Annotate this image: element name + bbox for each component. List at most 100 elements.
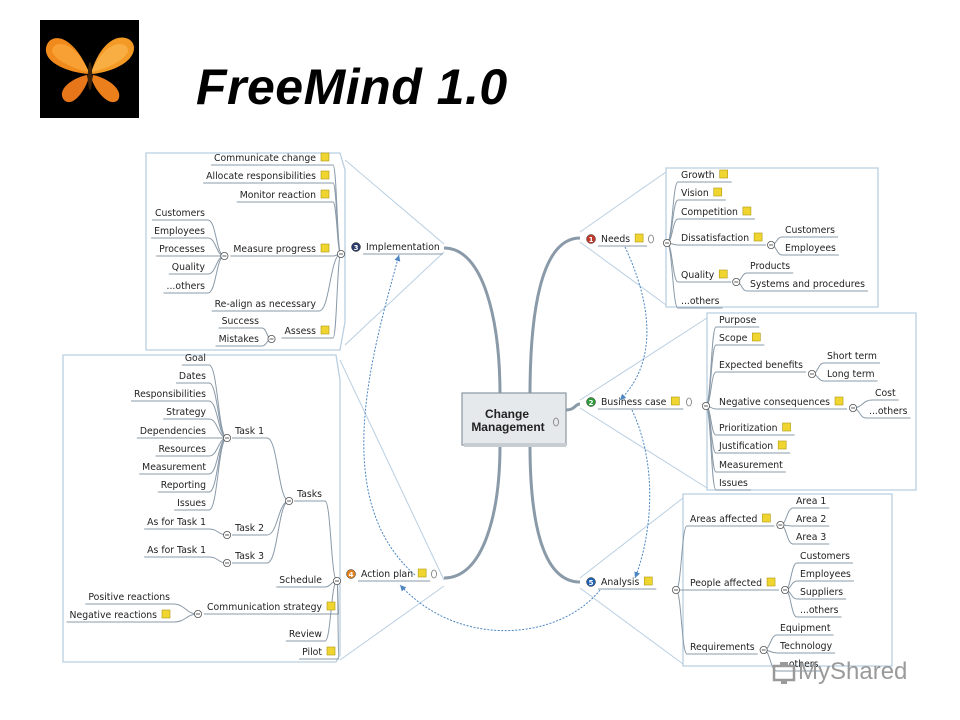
node-business-case[interactable]: Business case: [598, 396, 684, 410]
node-assess[interactable]: Assess: [281, 325, 333, 339]
node-systems-and-procedures[interactable]: Systems and procedures: [747, 279, 868, 292]
node-scope[interactable]: Scope: [716, 332, 765, 346]
node-issues[interactable]: Issues: [716, 478, 751, 491]
fold-toggle[interactable]: [672, 586, 681, 595]
node-schedule[interactable]: Schedule: [276, 575, 325, 588]
node-communication-strategy[interactable]: Communication strategy: [203, 601, 339, 615]
node-processes[interactable]: Processes: [156, 244, 208, 257]
node-mistakes[interactable]: Mistakes: [215, 334, 262, 347]
node-as-for-task-1[interactable]: As for Task 1: [144, 517, 209, 530]
node-others[interactable]: ...others: [866, 406, 911, 419]
node-quality[interactable]: Quality: [678, 269, 732, 283]
node-re-align-as-necessary[interactable]: Re-align as necessary: [211, 299, 319, 312]
node-employees[interactable]: Employees: [797, 569, 854, 582]
fold-toggle[interactable]: [336, 249, 345, 258]
fold-toggle[interactable]: [193, 610, 202, 619]
node-measurement[interactable]: Measurement: [139, 462, 209, 475]
node-competition[interactable]: Competition: [678, 206, 755, 220]
note-icon: [634, 233, 644, 243]
node-requirements[interactable]: Requirements: [687, 642, 758, 655]
node-measurement[interactable]: Measurement: [716, 460, 786, 473]
node-growth[interactable]: Growth: [678, 169, 732, 183]
node-employees[interactable]: Employees: [151, 226, 208, 239]
node-customers[interactable]: Customers: [797, 551, 854, 564]
node-task-3[interactable]: Task 3: [232, 551, 267, 564]
node-products[interactable]: Products: [747, 261, 794, 274]
node-customers[interactable]: Customers: [151, 208, 208, 221]
fold-toggle[interactable]: [702, 401, 711, 410]
node-others[interactable]: ...others: [163, 281, 208, 294]
node-vision[interactable]: Vision: [678, 187, 726, 201]
node-cost[interactable]: Cost: [872, 388, 899, 401]
node-others[interactable]: ...others: [797, 605, 842, 618]
node-equipment[interactable]: Equipment: [777, 623, 834, 636]
fold-toggle[interactable]: [267, 334, 276, 343]
fold-toggle[interactable]: [223, 559, 232, 568]
node-issues[interactable]: Issues: [174, 498, 209, 511]
fold-toggle[interactable]: [223, 531, 232, 540]
node-area-3[interactable]: Area 3: [793, 532, 830, 545]
node-expected-benefits[interactable]: Expected benefits: [716, 360, 806, 373]
node-negative-reactions[interactable]: Negative reactions: [66, 609, 174, 623]
node-goal[interactable]: Goal: [181, 353, 209, 366]
fold-toggle[interactable]: [767, 240, 776, 249]
fold-toggle[interactable]: [285, 496, 294, 505]
node-task-2[interactable]: Task 2: [232, 523, 267, 536]
fold-toggle[interactable]: [781, 586, 790, 595]
fold-toggle[interactable]: [759, 646, 768, 655]
node-area-2[interactable]: Area 2: [793, 514, 830, 527]
node-measure-progress[interactable]: Measure progress: [230, 243, 333, 257]
node-pilot[interactable]: Pilot: [299, 646, 339, 660]
node-area-1[interactable]: Area 1: [793, 496, 830, 509]
node-dissatisfaction[interactable]: Dissatisfaction: [678, 232, 767, 246]
node-areas-affected[interactable]: Areas affected: [687, 513, 775, 527]
fold-toggle[interactable]: [223, 433, 232, 442]
svg-text:Positive reactions: Positive reactions: [88, 592, 170, 603]
node-others[interactable]: ...others: [678, 296, 723, 309]
node-others[interactable]: ...others: [777, 659, 822, 672]
dependency-arrow: [619, 246, 648, 401]
node-implementation[interactable]: Implementation: [363, 242, 443, 255]
node-positive-reactions[interactable]: Positive reactions: [85, 592, 173, 605]
node-allocate-responsibilities[interactable]: Allocate responsibilities: [203, 170, 333, 184]
fold-toggle[interactable]: [732, 277, 741, 286]
node-task-1[interactable]: Task 1: [232, 426, 267, 439]
svg-text:Communicate change: Communicate change: [214, 153, 316, 164]
node-communicate-change[interactable]: Communicate change: [210, 152, 333, 166]
node-suppliers[interactable]: Suppliers: [797, 587, 847, 600]
node-technology[interactable]: Technology: [777, 641, 836, 654]
node-dependencies[interactable]: Dependencies: [136, 426, 209, 439]
node-negative-consequences[interactable]: Negative consequences: [716, 396, 848, 410]
fold-toggle[interactable]: [807, 369, 816, 378]
node-employees[interactable]: Employees: [782, 243, 839, 256]
fold-toggle[interactable]: [776, 521, 785, 530]
node-people-affected[interactable]: People affected: [687, 577, 780, 591]
node-short-term[interactable]: Short term: [824, 351, 880, 364]
node-tasks[interactable]: Tasks: [294, 489, 325, 502]
node-monitor-reaction[interactable]: Monitor reaction: [236, 189, 333, 203]
node-needs[interactable]: Needs: [598, 233, 648, 247]
fold-toggle[interactable]: [332, 577, 341, 586]
node-long-term[interactable]: Long term: [824, 369, 878, 382]
node-dates[interactable]: Dates: [175, 371, 209, 384]
node-review[interactable]: Review: [285, 629, 325, 642]
node-prioritization[interactable]: Prioritization: [716, 422, 795, 436]
node-responsibilities[interactable]: Responsibilities: [131, 389, 209, 402]
node-action-plan[interactable]: Action plan: [358, 568, 431, 582]
node-as-for-task-1[interactable]: As for Task 1: [144, 545, 209, 558]
node-strategy[interactable]: Strategy: [163, 407, 209, 420]
node-purpose[interactable]: Purpose: [716, 315, 760, 328]
fold-toggle[interactable]: [220, 251, 229, 260]
attachment-icon: [648, 234, 654, 244]
node-customers[interactable]: Customers: [782, 225, 839, 238]
node-justification[interactable]: Justification: [716, 440, 791, 454]
fold-toggle[interactable]: [663, 238, 672, 247]
node-quality[interactable]: Quality: [168, 262, 208, 275]
node-resources[interactable]: Resources: [155, 444, 209, 457]
node-success[interactable]: Success: [218, 316, 262, 329]
node-reporting[interactable]: Reporting: [157, 480, 209, 493]
fold-toggle[interactable]: [849, 403, 858, 412]
note-icon: [718, 269, 728, 279]
node-analysis[interactable]: Analysis: [598, 576, 657, 590]
